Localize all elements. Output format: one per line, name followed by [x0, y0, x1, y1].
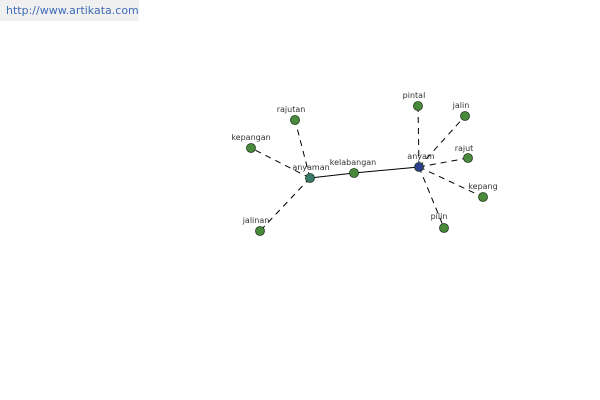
node-rajutan[interactable] [290, 115, 300, 125]
node-label-rajutan: rajutan [277, 105, 306, 114]
node-kepang[interactable] [478, 192, 488, 202]
node-label-kepang: kepang [468, 182, 497, 191]
node-pilin[interactable] [439, 223, 449, 233]
node-kelabangan[interactable] [349, 168, 359, 178]
edge-anyaman-jalinan [259, 177, 311, 232]
node-label-pintal: pintal [403, 91, 426, 100]
node-label-pilin: pilin [431, 212, 448, 221]
edge-anyam-kelabangan [353, 166, 420, 174]
node-label-kelabangan: kelabangan [330, 158, 377, 167]
node-label-anyam: anyam [407, 152, 435, 161]
node-label-rajut: rajut [455, 144, 474, 153]
edge-anyam-jalin [418, 115, 466, 168]
edge-anyam-rajut [418, 157, 469, 168]
node-anyaman[interactable] [305, 173, 315, 183]
edge-anyam-kepang [418, 166, 484, 198]
url-link[interactable]: http://www.artikata.com [6, 4, 139, 17]
node-anyam[interactable] [414, 162, 424, 172]
node-jalinan[interactable] [255, 226, 265, 236]
node-rajut[interactable] [463, 153, 473, 163]
node-label-jalin: jalin [452, 101, 470, 110]
url-banner: http://www.artikata.com [0, 0, 139, 21]
edge-kelabangan-anyaman [309, 172, 355, 179]
node-kepangan[interactable] [246, 143, 256, 153]
node-label-anyaman: anyaman [292, 163, 329, 172]
node-pintal[interactable] [413, 101, 423, 111]
edge-anyaman-kepangan [250, 147, 311, 179]
edge-anyaman-rajutan [294, 119, 311, 179]
node-label-jalinan: jalinan [242, 216, 270, 225]
node-label-kepangan: kepangan [231, 133, 270, 142]
node-jalin[interactable] [460, 111, 470, 121]
